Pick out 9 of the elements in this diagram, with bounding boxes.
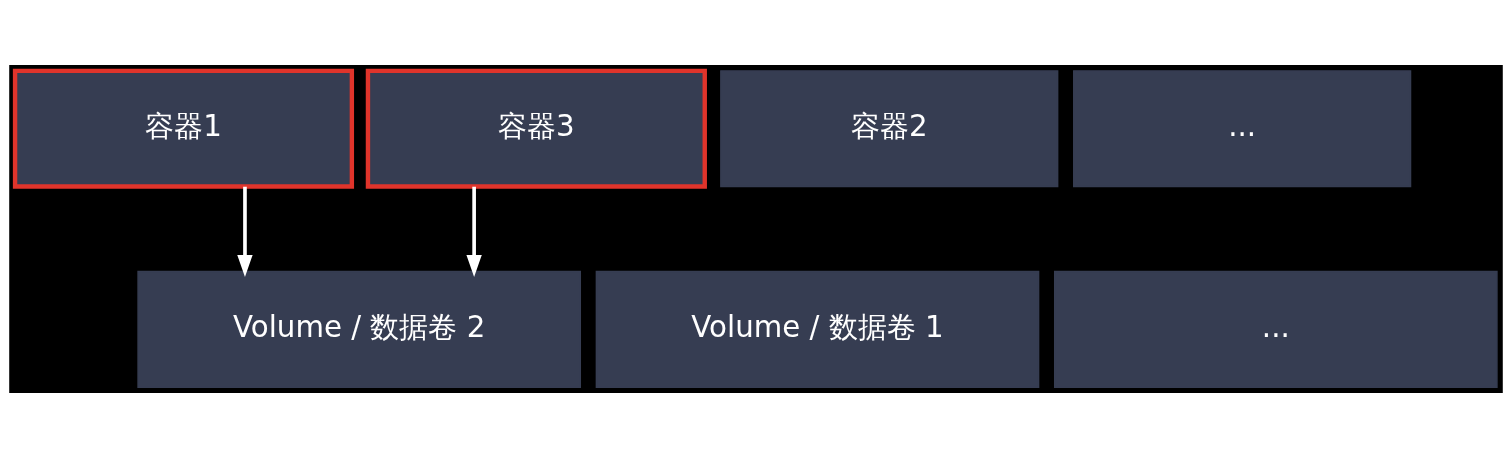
node-box: Volume / 数据卷 1 [595,270,1040,388]
node-box: 容器1 [12,68,355,189]
node-box: ... [1054,270,1498,388]
node-box: 容器2 [720,70,1059,188]
arrow [466,186,482,277]
arrow [237,186,253,277]
node-box: Volume / 数据卷 2 [137,270,581,388]
node-box: ... [1073,70,1412,188]
node-box: 容器3 [365,68,707,189]
